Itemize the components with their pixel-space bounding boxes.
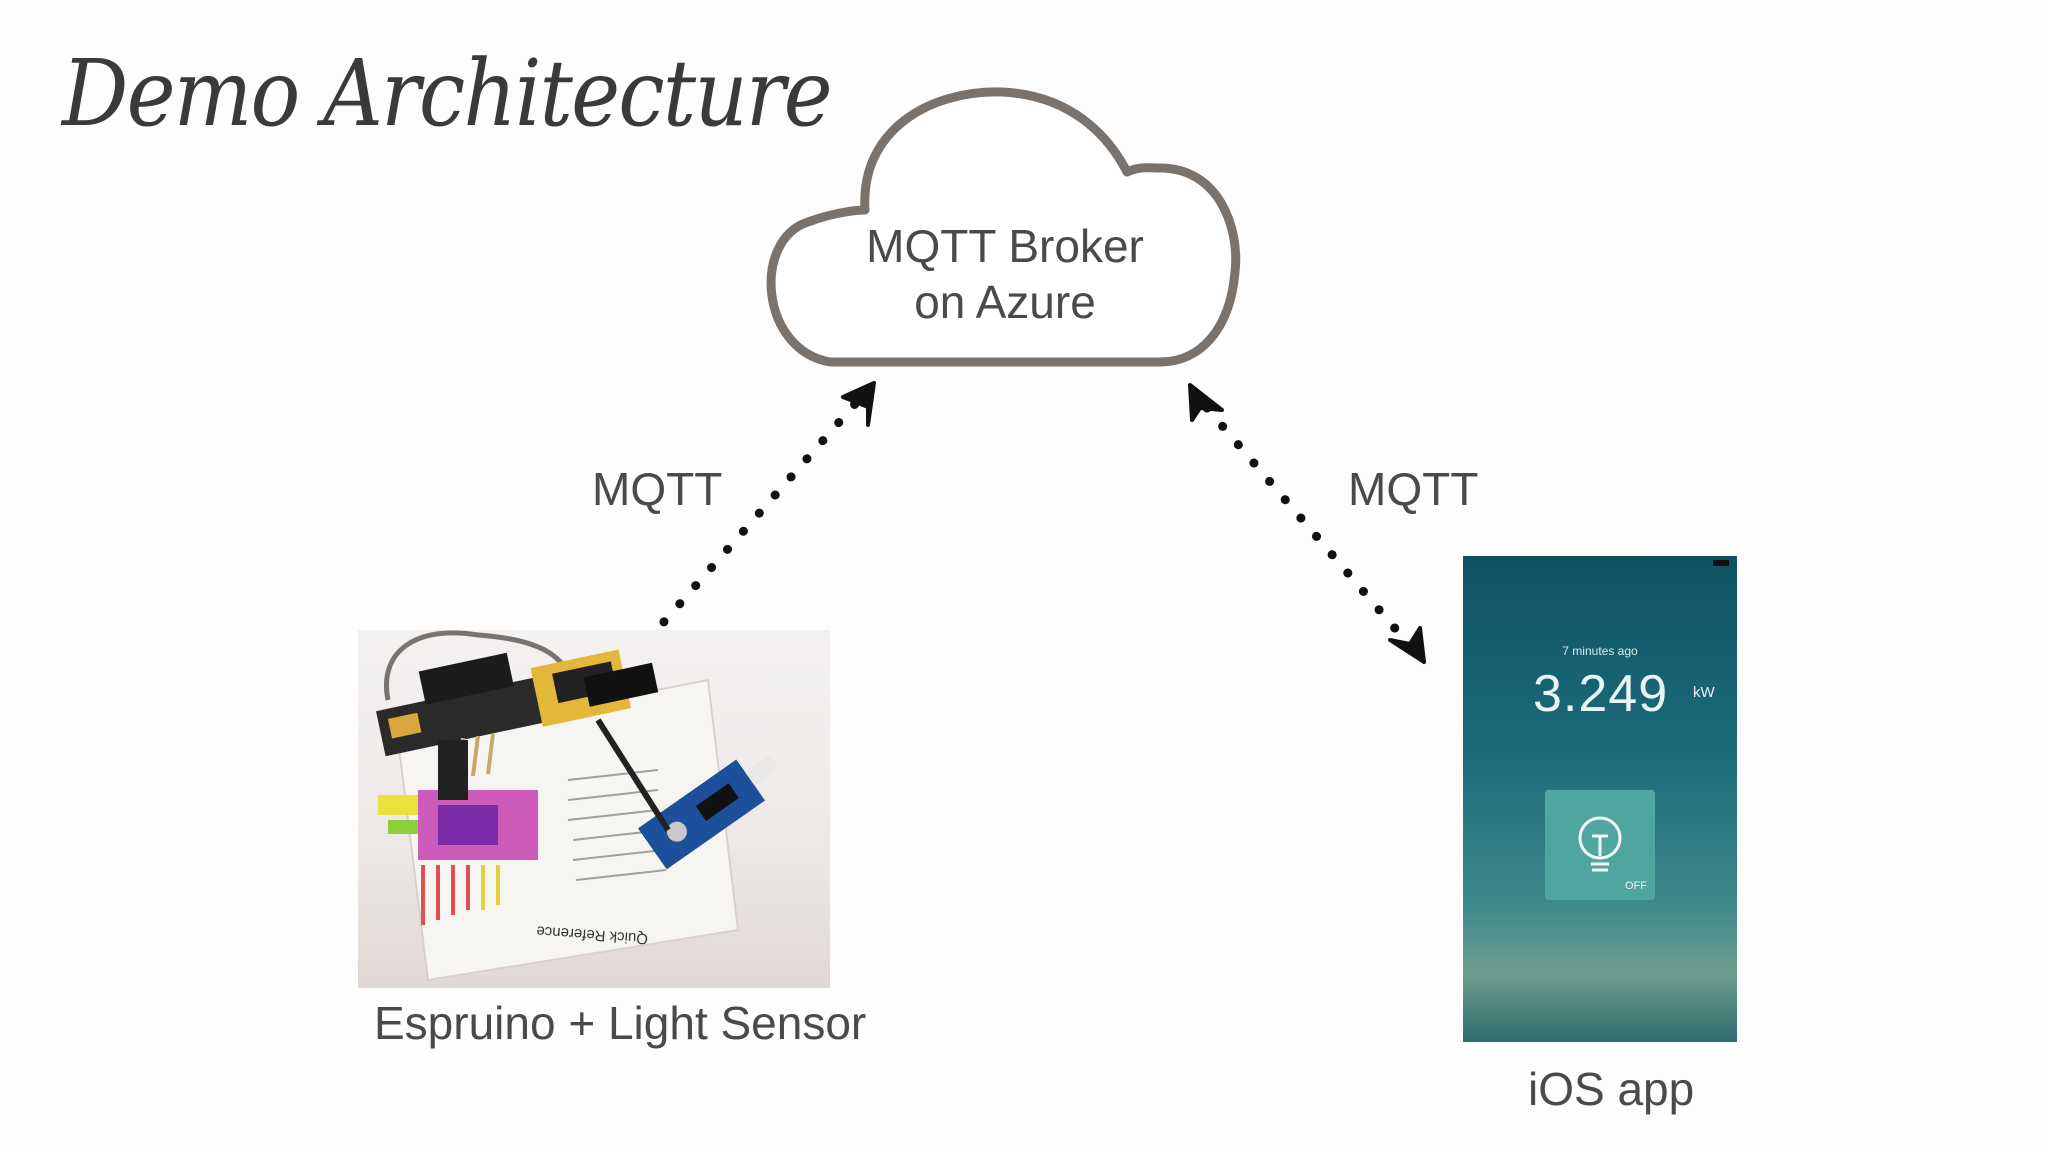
last-updated-text: 7 minutes ago xyxy=(1562,644,1638,658)
mqtt-label-left: MQTT xyxy=(592,463,723,515)
bulb-state-label: OFF xyxy=(1625,880,1647,892)
espruino-illustration: Quick Reference xyxy=(376,630,779,982)
power-unit: kW xyxy=(1693,684,1715,701)
ios-app-screenshot: 7 minutes ago 3.249 kW OFF xyxy=(1463,556,1737,1042)
mqtt-connection-right xyxy=(1188,383,1426,664)
espruino-photo: Quick Reference xyxy=(358,630,830,988)
arrowhead-icon xyxy=(1388,626,1426,664)
espruino-caption: Espruino + Light Sensor xyxy=(374,997,867,1049)
arrowhead-icon xyxy=(1188,383,1224,422)
lightbulb-icon xyxy=(1578,816,1622,872)
status-bar xyxy=(1463,556,1737,570)
slide-title: Demo Architecture xyxy=(62,40,833,147)
broker-label: MQTT Broker on Azure xyxy=(805,218,1205,330)
mqtt-connection-left xyxy=(643,381,876,645)
cloud-icon xyxy=(766,87,1241,367)
light-toggle-button[interactable]: OFF xyxy=(1545,790,1655,900)
ios-app-caption: iOS app xyxy=(1528,1063,1695,1115)
mqtt-label-right: MQTT xyxy=(1348,463,1479,515)
power-value: 3.249 xyxy=(1533,665,1669,723)
broker-label-line2: on Azure xyxy=(914,276,1096,328)
arrowhead-icon xyxy=(841,381,876,427)
battery-icon xyxy=(1713,560,1729,566)
broker-label-line1: MQTT Broker xyxy=(866,220,1144,272)
